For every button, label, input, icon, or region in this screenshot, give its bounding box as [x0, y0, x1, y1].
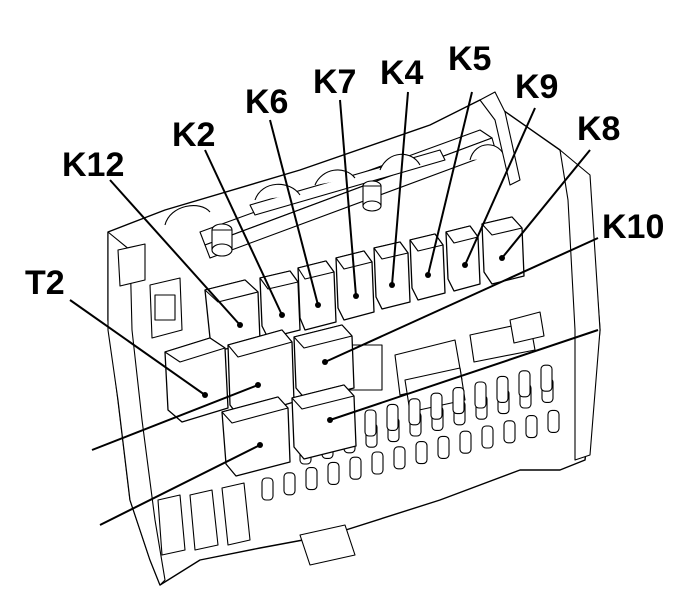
fuse-slot: [393, 446, 406, 470]
leader-right-lower-dot: [327, 417, 333, 423]
leader-k2: [204, 149, 283, 316]
leader-k7: [339, 99, 357, 297]
label-k10: K10: [602, 208, 664, 246]
label-k4: K4: [380, 54, 424, 92]
relay-right-lower: [291, 384, 357, 460]
relay-left-lower: [221, 396, 291, 477]
relay-k9: [445, 225, 481, 292]
leader-left-lower-dot: [257, 442, 263, 448]
leader-left-middle-dot: [255, 382, 261, 388]
fuse-slot: [540, 364, 553, 392]
label-k9: K9: [515, 68, 558, 106]
fuse-slot: [474, 381, 487, 409]
fuse-slot: [349, 456, 362, 480]
labels: K12 K2 K6 K7 K4 K5 K9 K8 K10 T2: [25, 40, 664, 302]
leader-k12-dot: [237, 322, 243, 328]
leader-k9-dot: [462, 262, 468, 268]
leader-k4-dot: [389, 282, 395, 288]
label-k5: K5: [448, 40, 491, 78]
fuse-slot: [452, 387, 465, 415]
leader-k5-dot: [425, 272, 431, 278]
fuse-slot: [437, 435, 450, 459]
leader-k10-dot: [322, 359, 328, 365]
fuse-slot: [496, 375, 509, 403]
leader-k5: [427, 91, 473, 276]
leader-lines: [69, 91, 599, 526]
fuse-slot: [503, 420, 516, 444]
relay-k5: [409, 233, 446, 301]
relay-k6: [297, 260, 337, 331]
leader-k7-dot: [353, 293, 359, 299]
fuse-slot: [430, 392, 443, 420]
fuse-slot: [481, 425, 494, 449]
label-k7: K7: [313, 63, 356, 101]
leader-k6: [269, 119, 319, 306]
label-k8: K8: [577, 110, 620, 148]
fuse-slot: [525, 415, 538, 439]
label-k6: K6: [245, 83, 288, 121]
fuse-slot: [459, 430, 472, 454]
leader-k10: [324, 237, 599, 363]
label-k12: K12: [62, 146, 124, 184]
leader-k12: [109, 179, 241, 326]
relay-k8: [481, 216, 525, 285]
fuse-slot: [371, 451, 384, 475]
leader-left-lower: [99, 444, 261, 526]
fuse-slot: [364, 409, 377, 437]
leader-k9: [464, 107, 536, 266]
leader-right-lower: [329, 329, 599, 421]
fuse-slot: [261, 477, 274, 501]
relay-t2: [164, 337, 229, 423]
leader-k8: [501, 149, 591, 259]
housing: [107, 91, 601, 586]
leader-k2-dot: [279, 312, 285, 318]
leader-left-middle: [91, 384, 259, 451]
fuse-slot: [327, 461, 340, 485]
fuse-slot: [415, 441, 428, 465]
leader-k6-dot: [315, 302, 321, 308]
fuse-slot: [283, 472, 296, 496]
fuse-slot: [408, 398, 421, 426]
fuse-slot: [547, 409, 560, 433]
relays: [164, 216, 525, 477]
leader-t2-dot: [202, 392, 208, 398]
fuse-slot: [518, 370, 531, 398]
leader-t2: [69, 299, 206, 396]
label-k2: K2: [172, 116, 215, 154]
leader-k8-dot: [499, 255, 505, 261]
leader-k4: [391, 91, 409, 286]
label-t2: T2: [25, 264, 65, 302]
fuse-slot: [305, 467, 318, 491]
fuse-slot: [386, 403, 399, 431]
